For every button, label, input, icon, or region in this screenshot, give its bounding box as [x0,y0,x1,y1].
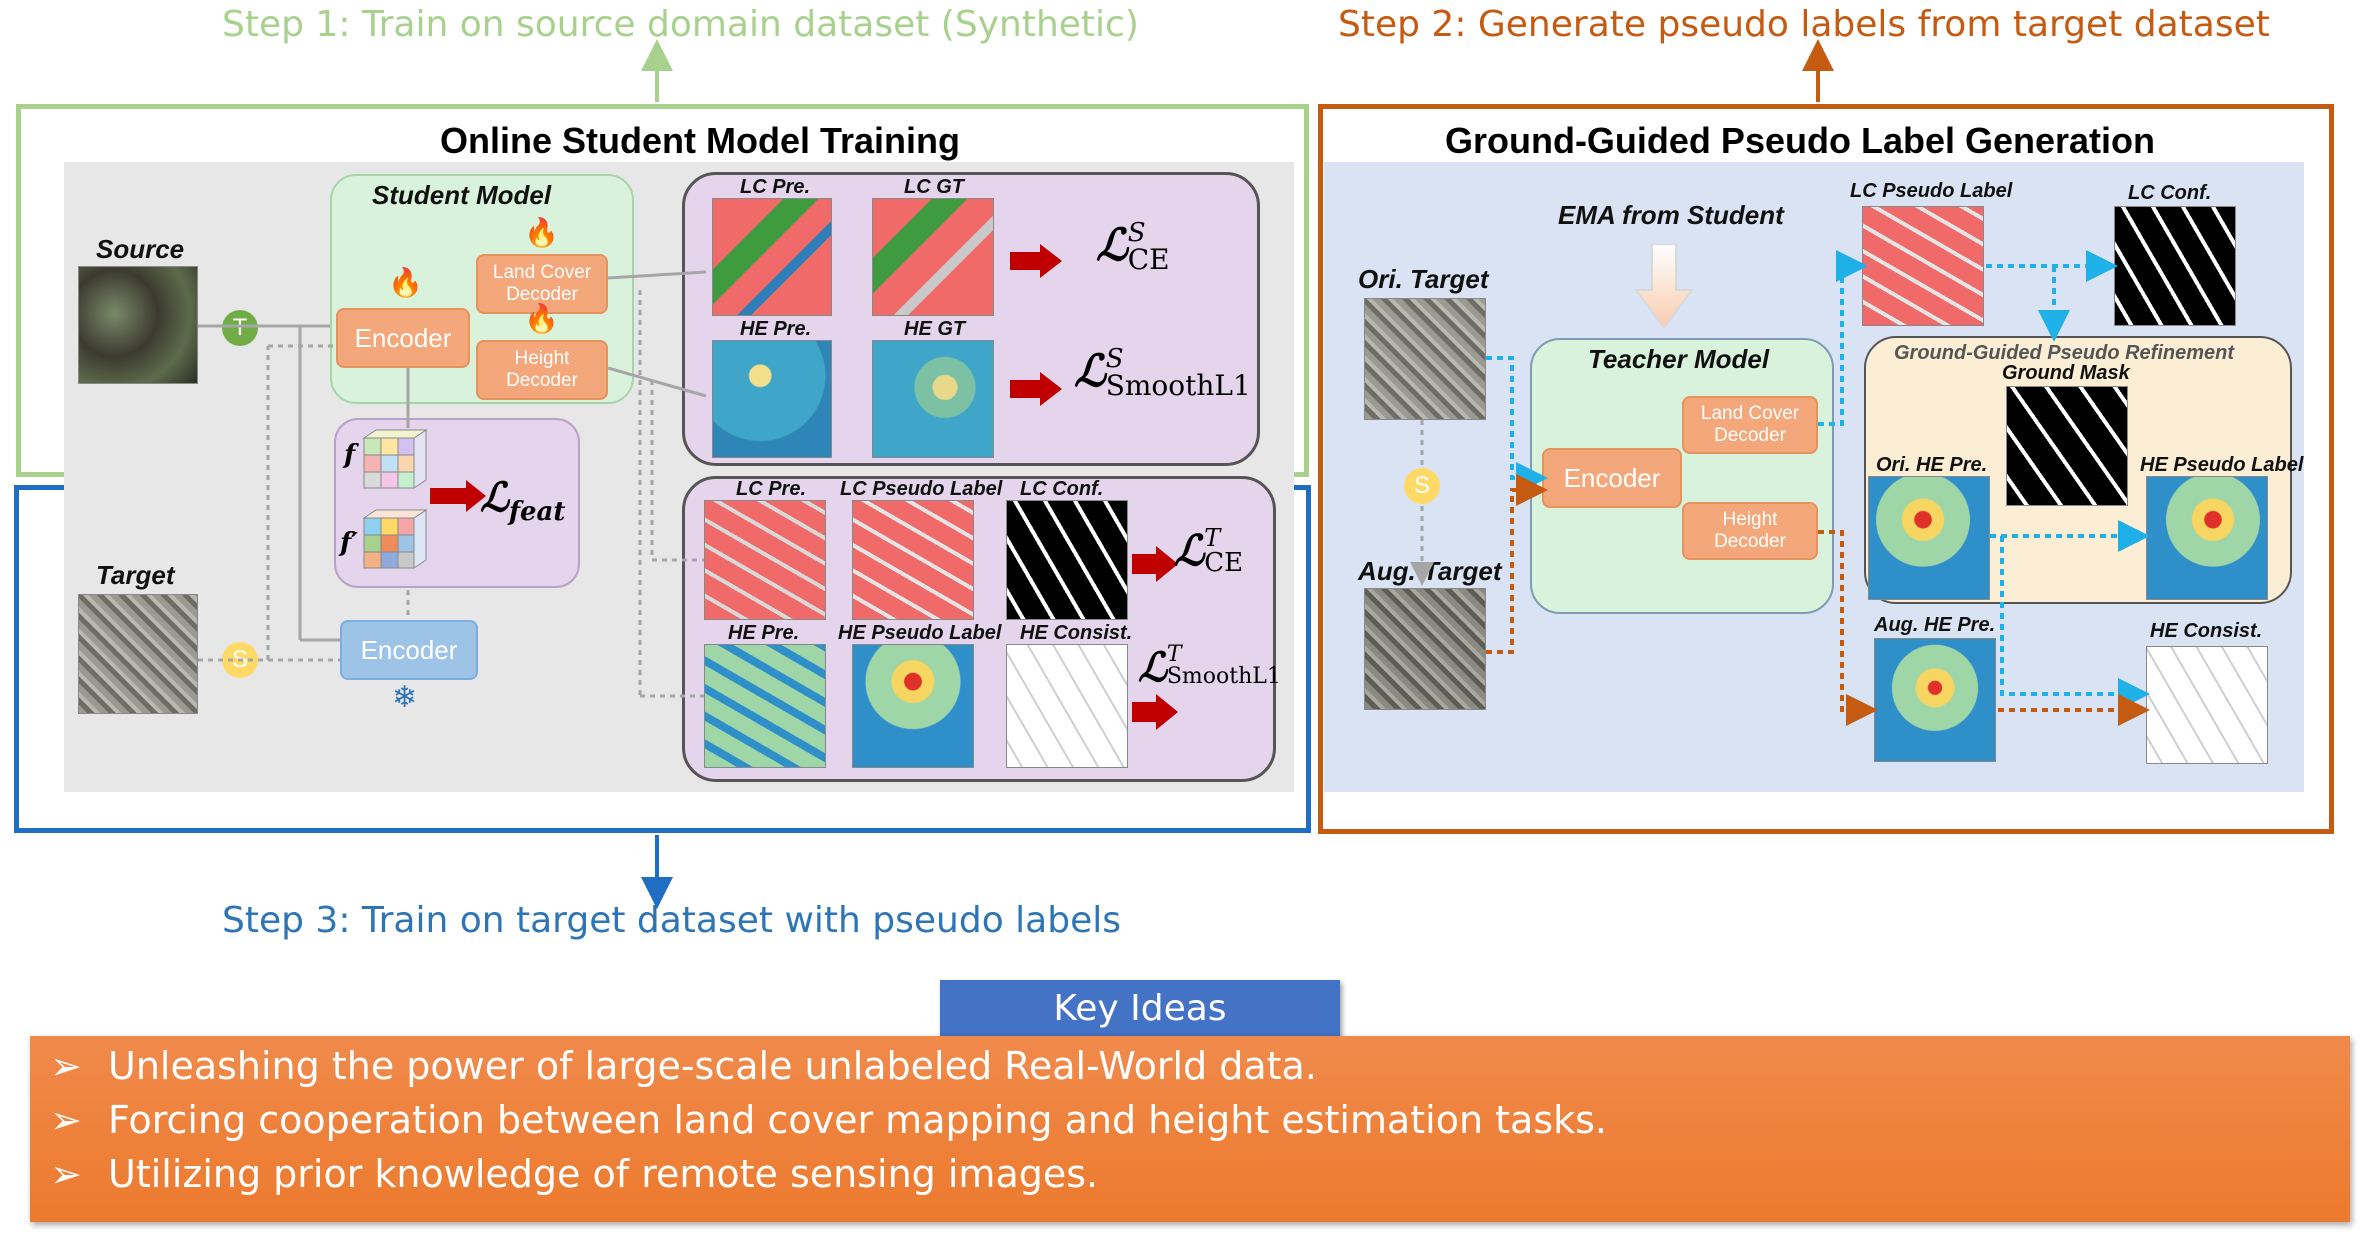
arrow-bullet-icon: ➢ [50,1044,82,1088]
student-encoder: Encoder [336,308,470,368]
right-title: Ground-Guided Pseudo Label Generation [1444,120,2156,161]
lc-conf-image [1006,500,1128,620]
lc-conf-label: LC Conf. [1020,478,1104,500]
he-consist-label-r: HE Consist. [2150,620,2263,642]
refinement-label: Ground-Guided Pseudo Refinement [1894,342,2235,364]
arrow-sl1-t-head [1156,694,1178,730]
left-title: Online Student Model Training [440,120,960,161]
he-pre-image [704,644,826,768]
arrow-ce-t [1132,554,1160,574]
lc-conf-label-r: LC Conf. [2128,182,2212,204]
student-height-decoder: Height Decoder [476,340,608,400]
right-connectors [1410,250,2150,726]
teacher-lc-decoder: Land Cover Decoder [1682,396,1818,454]
s-badge: S [1404,468,1440,504]
ori-he-pre-label: Ori. HE Pre. [1876,454,1988,476]
key-ideas-box: ➢Unleashing the power of large-scale unl… [30,1036,2350,1222]
orange-frame [1318,104,2334,834]
lc-pseudo-label: LC Pseudo Label [840,478,1003,500]
key-ideas-title: Key Ideas [940,980,1340,1036]
arrow-ce-t-head [1156,546,1178,582]
arrow-bullet-icon: ➢ [50,1098,82,1142]
teacher-height-decoder: Height Decoder [1682,502,1818,560]
teacher-encoder: Encoder [1542,448,1682,508]
frozen-encoder: Encoder [340,620,478,680]
ori-target-label: Ori. Target [1358,264,1489,294]
lc-pre-image [704,500,826,620]
he-pre-image [712,340,832,458]
target-image [78,594,198,714]
ground-mask-image [2006,386,2128,506]
he-consist-image-r [2146,646,2268,764]
he-pseudo-label-r: HE Pseudo Label [2140,454,2304,476]
step2-label: Step 2: Generate pseudo labels from targ… [1338,4,2270,45]
lc-gt-image [872,198,994,316]
feat-f-label: f [344,440,356,470]
feat-fp-label: f′ [340,528,359,558]
loss-feat: ℒfeat [480,474,566,527]
step1-label: Step 1: Train on source domain dataset (… [222,4,1139,45]
arrow-sl1-t [1132,702,1160,722]
left-connectors [198,270,707,698]
he-gt-image [872,340,994,458]
ori-target-image [1364,298,1486,420]
fire-icon: 🔥 [524,303,559,334]
feature-cube-f [362,429,428,489]
arrow-ce-s [1010,252,1044,270]
arrow-sl1-s [1010,380,1044,398]
he-consist-label: HE Consist. [1020,622,1133,644]
lc-gt-label: LC GT [904,176,964,198]
student-lc-decoder: Land Cover Decoder [476,254,608,314]
t-badge: T [222,310,258,346]
source-image [78,266,198,384]
lc-pseudo-label-r: LC Pseudo Label [1850,180,2013,202]
fire-icon: 🔥 [524,217,559,248]
lc-pseudo-image [852,500,974,620]
he-pseudo-image [852,644,974,768]
fire-icon: 🔥 [388,267,423,298]
ema-label: EMA from Student [1558,200,1784,230]
source-label: Source [96,234,185,264]
snowflake-icon: ❄ [392,681,418,714]
lc-pre-label: LC Pre. [736,478,807,500]
target-label: Target [96,560,175,590]
he-consist-image [1006,644,1128,768]
teacher-model-label: Teacher Model [1588,344,1770,374]
arrow-bullet-icon: ➢ [50,1152,82,1196]
he-pseudo-image-r [2146,476,2268,600]
aug-he-pre-label: Aug. HE Pre. [1874,614,1996,636]
arrow-sl1-s-head [1040,372,1062,406]
he-pre-label: HE Pre. [740,318,812,340]
student-model-label: Student Model [372,180,552,210]
feature-cube-fp [362,509,428,569]
key-idea-item: ➢Unleashing the power of large-scale unl… [50,1044,1317,1088]
aug-he-pre-image [1874,638,1996,762]
key-idea-item: ➢Utilizing prior knowledge of remote sen… [50,1152,1099,1196]
lc-pre-label: LC Pre. [740,176,811,198]
lc-pre-image [712,198,832,316]
ground-mask-label: Ground Mask [2002,362,2130,384]
he-gt-label: HE GT [904,318,966,340]
he-pre-label: HE Pre. [728,622,800,644]
ema-arrow [1634,244,1694,330]
feat-arrow-head [466,480,486,512]
ori-he-pre-image [1868,476,1990,600]
arrow-ce-s-head [1040,244,1062,278]
he-pseudo-label: HE Pseudo Label [838,622,1002,644]
key-idea-item: ➢Forcing cooperation between land cover … [50,1098,1608,1142]
aug-target-image [1364,588,1486,710]
feat-arrow-icon [430,488,470,504]
